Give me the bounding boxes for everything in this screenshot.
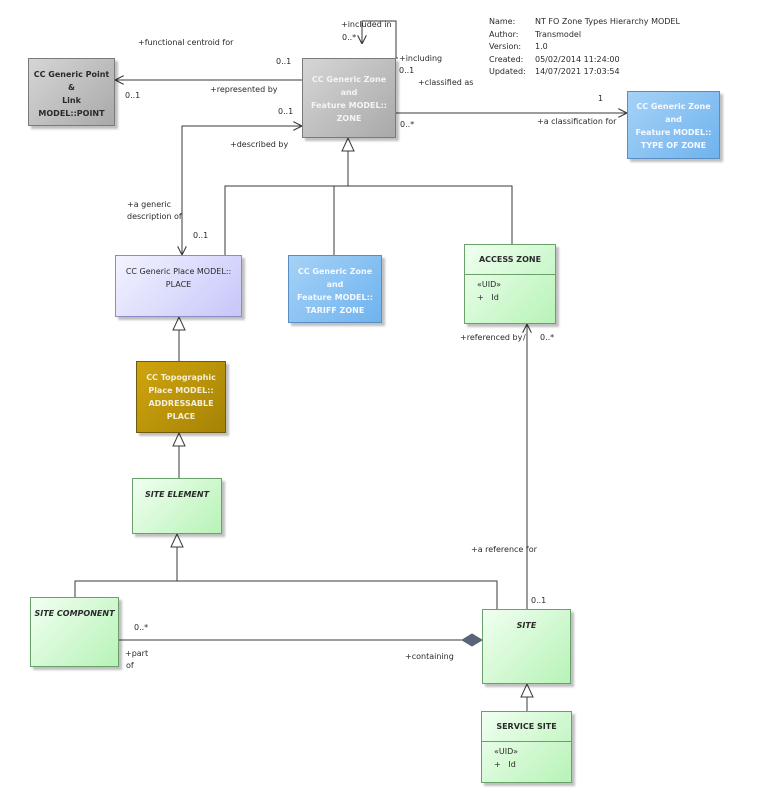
class-access-zone-stereotype: «UID»: [477, 280, 502, 289]
class-tariff-zone-title-2: Feature MODEL::: [296, 293, 373, 302]
class-service-site-stereotype: «UID»: [494, 747, 519, 756]
generalization-site-triangle: [520, 682, 534, 698]
label-included-in: +included in: [341, 20, 392, 29]
class-site-component-title: SITE COMPONENT: [34, 609, 115, 618]
class-addressable-place-title-3: ADDRESSABLE: [148, 399, 214, 408]
meta-row-author: Author:Transmodel: [489, 29, 582, 39]
label-classified-as: +classified as: [418, 78, 474, 87]
label-referenced-by: +referenced by: [460, 333, 523, 342]
label-ref-slash: /: [523, 333, 526, 342]
label-point-zone-mult: 0..1: [276, 57, 292, 66]
generalization-zone-triangle: [341, 136, 355, 152]
label-part: +part: [125, 649, 149, 658]
label-place-mult: 0..1: [193, 231, 209, 240]
label-including: +including: [399, 54, 443, 63]
class-zone-title-1: CC Generic Zone and: [311, 75, 387, 97]
class-tariff-zone[interactable]: CC Generic Zone and Feature MODEL:: TARI…: [288, 255, 382, 323]
meta-row-updated: Updated:14/07/2021 17:03:54: [489, 67, 620, 77]
generalization-site-element-triangle: [170, 532, 184, 548]
class-type-of-zone-title-1: CC Generic Zone and: [636, 102, 711, 124]
attribute-name: Id: [508, 760, 516, 769]
attribute-name: Id: [491, 293, 499, 302]
class-tariff-zone-title-3: TARIFF ZONE: [305, 306, 365, 315]
label-containing: +containing: [405, 652, 454, 661]
generalization-zone-tree[interactable]: [224, 185, 513, 258]
meta-row-created: Created:05/02/2014 11:24:00: [489, 54, 620, 64]
label-point-mult: 0..1: [125, 91, 141, 100]
class-type-of-zone-title-3: TYPE OF ZONE: [640, 141, 707, 150]
class-site-title: SITE: [516, 621, 537, 630]
label-type-mult-1: 1: [598, 94, 604, 103]
class-site-element[interactable]: SITE ELEMENT: [132, 478, 222, 534]
class-access-zone-title: ACCESS ZONE: [465, 245, 555, 275]
label-self-mult-top: 0..*: [342, 33, 357, 42]
meta-row-version: Version:1.0: [489, 42, 548, 52]
class-addressable-place-title-2: Place MODEL::: [148, 386, 214, 395]
label-a-classification-for: +a classification for: [537, 117, 617, 126]
label-type-mult-zone: 0..*: [400, 120, 415, 129]
class-place[interactable]: CC Generic Place MODEL:: PLACE: [115, 255, 242, 317]
class-service-site-title: SERVICE SITE: [482, 712, 571, 742]
class-access-zone[interactable]: ACCESS ZONE «UID» + Id: [464, 244, 556, 324]
class-site[interactable]: SITE: [482, 609, 571, 684]
class-place-title-1: CC Generic Place MODEL::: [125, 267, 232, 276]
class-point-title-1: CC Generic Point &: [33, 70, 110, 92]
generalization-site-tree[interactable]: [74, 580, 498, 610]
class-service-site[interactable]: SERVICE SITE «UID» + Id: [481, 711, 572, 783]
class-access-zone-attribute: + Id: [465, 291, 555, 304]
class-type-of-zone-title-2: Feature MODEL::: [635, 128, 712, 137]
assoc-zone-self[interactable]: [361, 20, 398, 59]
class-zone-title-3: ZONE: [336, 114, 362, 123]
label-of: of: [126, 661, 134, 670]
assoc-place-zone[interactable]: [182, 126, 302, 255]
class-site-component[interactable]: SITE COMPONENT: [30, 597, 119, 667]
attribute-visibility: +: [477, 293, 484, 302]
class-addressable-place-title-1: CC Topographic: [146, 373, 216, 382]
class-tariff-zone-title-1: CC Generic Zone and: [297, 267, 373, 289]
class-type-of-zone[interactable]: CC Generic Zone and Feature MODEL:: TYPE…: [627, 91, 720, 159]
diagram-metadata: Name:NT FO Zone Types Hierarchy MODEL Au…: [489, 16, 680, 79]
label-represented-by: +represented by: [210, 85, 278, 94]
generalization-addressable-triangle: [172, 431, 186, 447]
label-ref-mult: 0..*: [540, 333, 555, 342]
class-site-element-title: SITE ELEMENT: [144, 490, 210, 499]
label-self-mult-right: 0..1: [399, 66, 415, 75]
label-site-ref-mult: 0..1: [531, 596, 547, 605]
attribute-visibility: +: [494, 760, 501, 769]
meta-row-name: Name:NT FO Zone Types Hierarchy MODEL: [489, 17, 680, 26]
class-point-title-2: Link MODEL::POINT: [38, 96, 105, 118]
class-point[interactable]: CC Generic Point & Link MODEL::POINT: [28, 58, 115, 126]
label-described-by: +described by: [230, 140, 289, 149]
aggregation-diamond: [461, 633, 483, 647]
label-described-zone-mult: 0..1: [278, 107, 294, 116]
class-zone[interactable]: CC Generic Zone and Feature MODEL:: ZONE: [302, 58, 396, 138]
label-comp-mult: 0..*: [134, 623, 149, 632]
class-zone-title-2: Feature MODEL::: [310, 101, 387, 110]
class-service-site-attribute: + Id: [482, 758, 571, 771]
label-a-generic: +a generic: [127, 200, 172, 209]
label-description-of: description of: [127, 212, 182, 221]
label-functional-centroid: +functional centroid for: [138, 38, 234, 47]
generalization-place-triangle: [172, 315, 186, 331]
class-addressable-place-title-4: PLACE: [166, 412, 196, 421]
class-place-title-2: PLACE: [165, 280, 192, 289]
label-a-reference-for: +a reference for: [471, 545, 537, 554]
class-addressable-place[interactable]: CC Topographic Place MODEL:: ADDRESSABLE…: [136, 361, 226, 433]
